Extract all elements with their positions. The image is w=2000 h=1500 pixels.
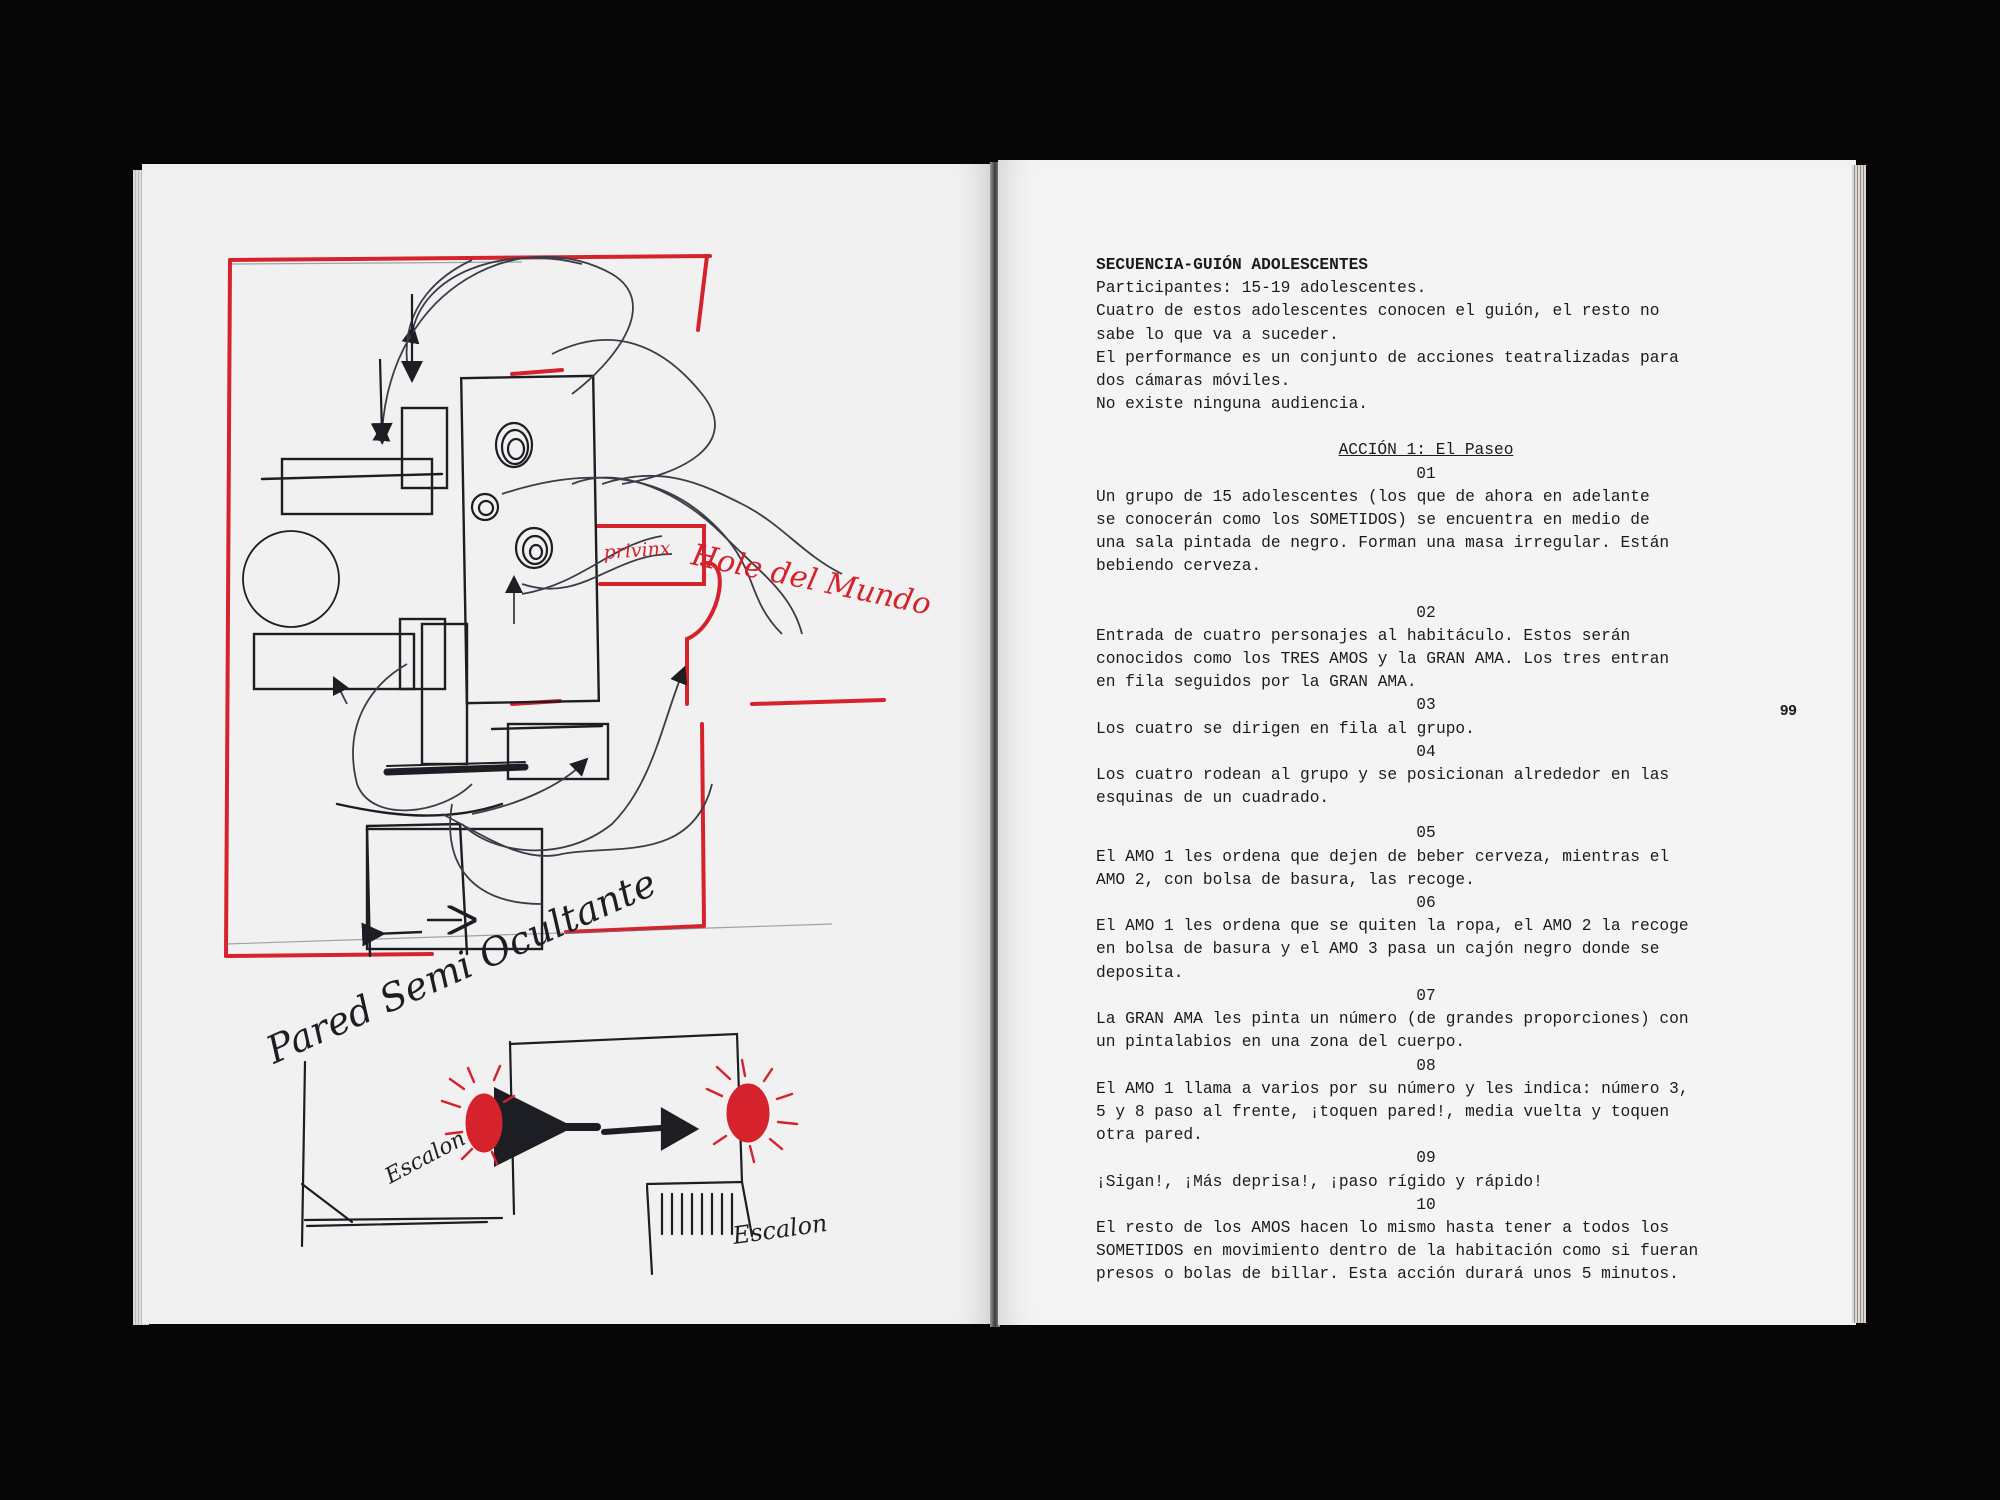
red-splat-right	[726, 1083, 770, 1143]
step-text: Los cuatro se dirigen en fila al grupo.	[1096, 719, 1475, 738]
label-red-note: Hole del Mundo	[687, 537, 934, 622]
label-step-right: Escalon	[730, 1209, 829, 1250]
intro-line: Cuatro de estos adolescentes conocen el …	[1096, 302, 1660, 344]
script-text: SECUENCIA-GUIÓN ADOLESCENTES Participant…	[1096, 254, 1756, 1287]
step-number: 03	[1416, 696, 1436, 715]
step-number: 05	[1416, 824, 1436, 843]
step-number: 01	[1416, 464, 1436, 483]
step-text: Los cuatro rodean al grupo y se posicion…	[1096, 766, 1670, 808]
script-title: SECUENCIA-GUIÓN ADOLESCENTES	[1096, 256, 1368, 274]
pencil-lines	[225, 261, 833, 945]
hand-drawn-sketch: privinx Hole del Mundo Pared Semi Oculta…	[224, 254, 934, 1276]
step-number: 10	[1416, 1195, 1436, 1214]
label-step-left: Escalon	[380, 1126, 470, 1190]
right-page	[998, 160, 1856, 1325]
page-number: 99	[1780, 702, 1797, 719]
step-text: El AMO 1 les ordena que se quiten la rop…	[1096, 917, 1689, 982]
label-red-box: privinx	[603, 537, 672, 564]
step-number: 07	[1416, 986, 1436, 1005]
step-number: 08	[1416, 1056, 1436, 1075]
step-text: La GRAN AMA les pinta un número (de gran…	[1096, 1010, 1689, 1052]
step-text: Entrada de cuatro personajes al habitácu…	[1096, 626, 1670, 692]
step-text: Un grupo de 15 adolescentes (los que de …	[1096, 487, 1670, 576]
step-number: 06	[1416, 894, 1436, 913]
red-splats	[465, 1083, 770, 1153]
book-gutter	[990, 162, 1000, 1327]
step-text: ¡Sigan!, ¡Más deprisa!, ¡paso rígido y r…	[1096, 1172, 1543, 1191]
scribbled-circles	[470, 421, 554, 570]
red-room-outline	[224, 254, 886, 958]
step-text: El AMO 1 llama a varios por su número y …	[1096, 1079, 1689, 1145]
double-arrow	[361, 920, 462, 947]
step-number: 04	[1416, 742, 1436, 761]
step-number: 09	[1416, 1149, 1436, 1168]
intro-line: No existe ninguna audiencia.	[1096, 395, 1368, 414]
step-number: 02	[1416, 603, 1436, 622]
black-ink-structures	[242, 374, 610, 958]
intro-line: Participantes: 15-19 adolescentes.	[1096, 279, 1427, 298]
red-splat-left	[465, 1093, 503, 1153]
step-drawing	[300, 1032, 754, 1276]
step-text: El resto de los AMOS hacen lo mismo hast…	[1096, 1218, 1699, 1284]
step-text: El AMO 1 les ordena que dejen de beber c…	[1096, 847, 1670, 889]
intro-line: El performance es un conjunto de accione…	[1096, 348, 1679, 391]
action-heading: ACCIÓN 1: El Paseo	[1338, 441, 1514, 460]
right-page-edges	[1852, 165, 1866, 1323]
